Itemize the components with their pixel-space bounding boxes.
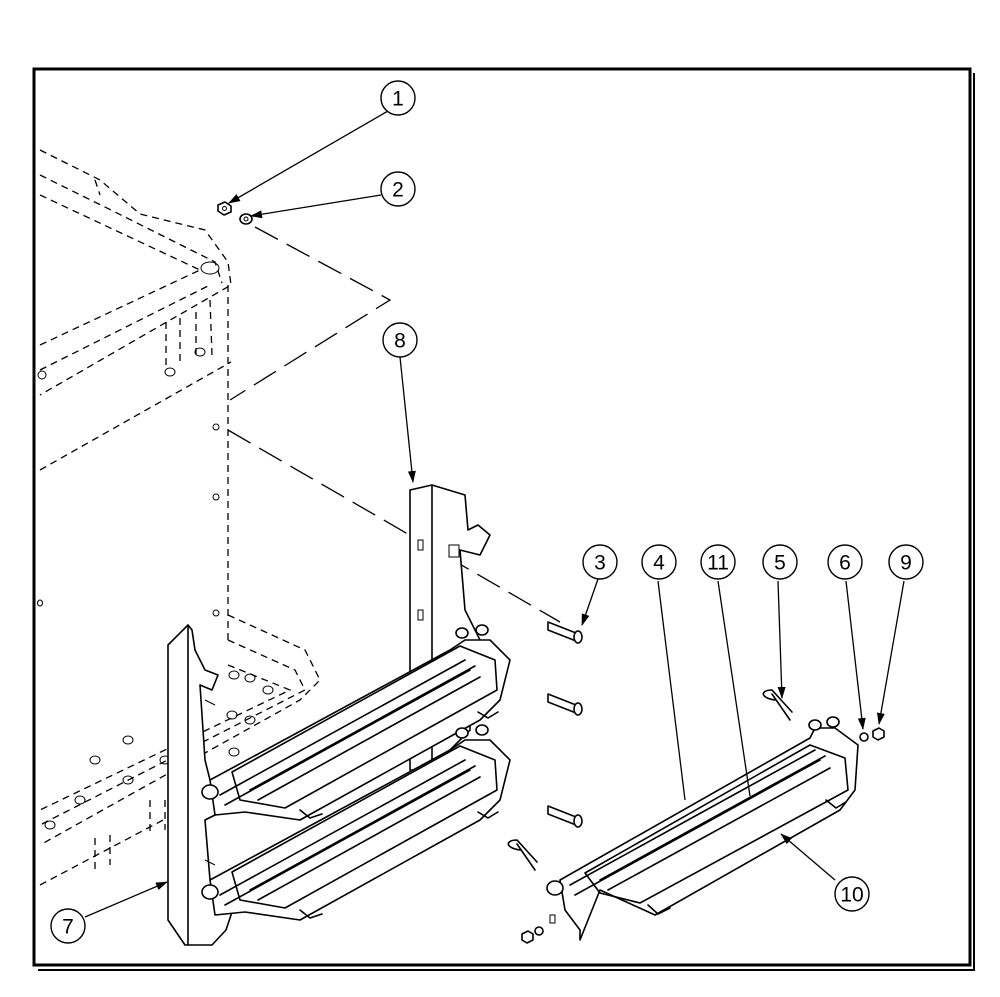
callout-5-label: 5: [774, 552, 786, 575]
vehicle-body-hidden-outline: [37, 149, 321, 886]
callout-8: 8: [382, 322, 418, 358]
callout-6-label: 6: [839, 552, 851, 575]
callout-6: 6: [827, 544, 863, 580]
nut-item-9: [872, 727, 885, 741]
nut-item-6: [859, 732, 869, 742]
callout-4: 4: [641, 544, 677, 580]
callout-11: 11: [700, 544, 736, 580]
bracket-item-7: [167, 624, 233, 946]
callout-9: 9: [888, 544, 924, 580]
callout-9-label: 9: [900, 552, 912, 575]
step-assembly-upper: [201, 624, 511, 821]
floor-holes: [44, 670, 274, 830]
callout-1: 1: [380, 80, 416, 116]
callout-7-label: 7: [62, 916, 74, 939]
clip-item-5: [762, 689, 793, 721]
callout-7: 7: [50, 908, 86, 944]
callout-5: 5: [762, 544, 798, 580]
callout-3: 3: [582, 544, 618, 580]
callout-2: 2: [380, 171, 416, 207]
nut-item-1: [217, 201, 232, 216]
washer-item-2: [239, 213, 253, 225]
callout-10: 10: [834, 876, 870, 912]
step-exploded-item-10: [546, 716, 859, 941]
callout-3-label: 3: [594, 552, 606, 575]
callout-10-label: 10: [840, 884, 863, 907]
leader-lines: [84, 110, 905, 918]
callout-11-label: 11: [707, 552, 729, 575]
drawing-frame: [32, 67, 975, 971]
clip-lower: [507, 839, 538, 871]
callout-2-label: 2: [392, 179, 404, 202]
nuts-lower: [521, 926, 544, 944]
callout-4-label: 4: [653, 552, 665, 575]
pins-item-3: [547, 621, 583, 828]
callout-1-label: 1: [392, 88, 404, 111]
assembly-axis-lines: [227, 226, 561, 623]
step-assembly-lower: [201, 724, 511, 921]
callout-8-label: 8: [394, 330, 406, 353]
